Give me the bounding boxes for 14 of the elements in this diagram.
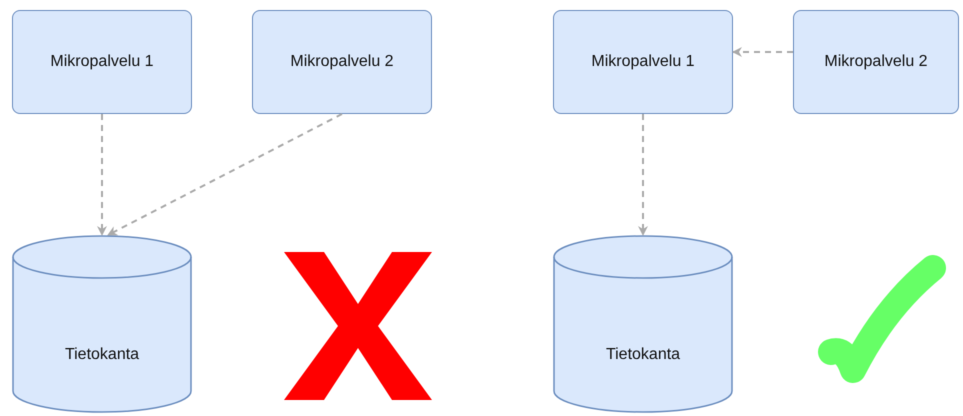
node-label: Mikropalvelu 2	[290, 53, 394, 71]
service-box	[553, 10, 733, 114]
service-box	[793, 10, 959, 114]
arrow	[732, 47, 793, 57]
arrow	[97, 114, 107, 236]
service-box	[12, 10, 192, 114]
node-label: Mikropalvelu 2	[824, 53, 928, 71]
node-label: Mikropalvelu 1	[591, 53, 695, 71]
node-label: Mikropalvelu 1	[50, 53, 154, 71]
node-label: Tietokanta	[606, 346, 680, 364]
node-label: Tietokanta	[64, 346, 140, 364]
arrow	[638, 114, 648, 236]
arrow	[107, 113, 342, 236]
service-box	[252, 10, 432, 114]
